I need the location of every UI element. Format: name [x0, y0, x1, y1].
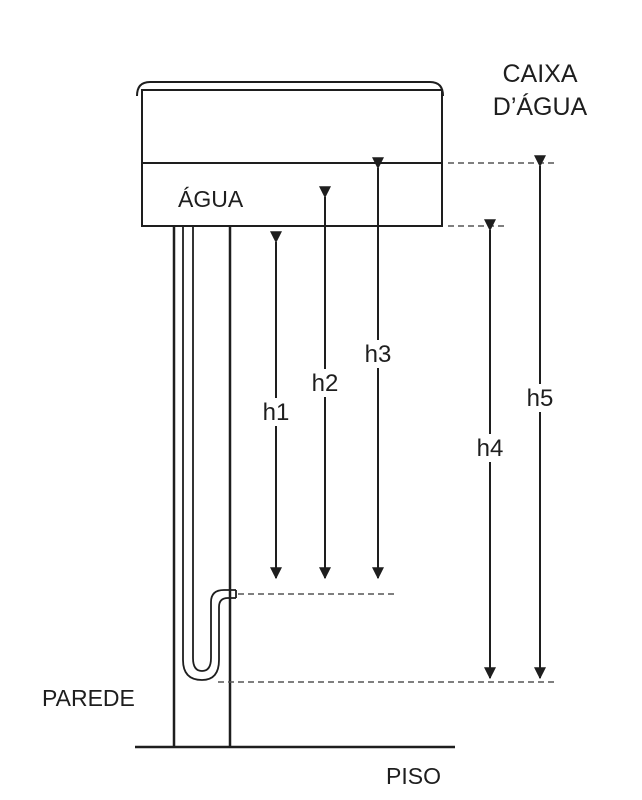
h3-label: h3 [365, 341, 392, 368]
h2-label: h2 [312, 370, 339, 397]
h4-label: h4 [477, 435, 504, 462]
tank-lid [136, 81, 444, 97]
pipe-outer [182, 226, 236, 681]
tank-body [141, 89, 443, 227]
tank-label-line1: CAIXA [502, 60, 577, 88]
water-label: ÁGUA [178, 186, 244, 212]
tank-label-line2: D’ÁGUA [493, 92, 588, 121]
h5-label: h5 [527, 385, 554, 412]
floor-label: PISO [386, 763, 441, 789]
h1-label: h1 [263, 399, 290, 426]
pipe-inner [192, 226, 236, 672]
wall-label: PAREDE [42, 685, 135, 711]
